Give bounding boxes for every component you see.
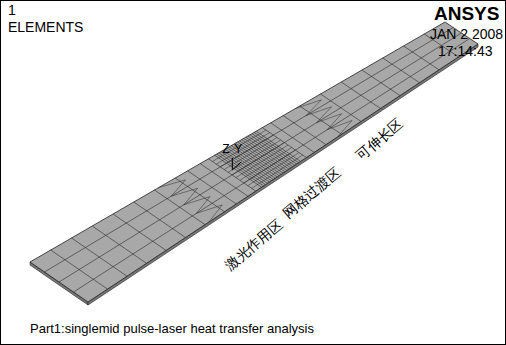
plot-time: 17:14:43 (438, 44, 493, 59)
axis-triad (232, 162, 241, 170)
software-logo: ANSYS (434, 4, 499, 25)
mesh-lines (45, 28, 470, 293)
plate-surface (30, 22, 478, 302)
plot-caption: Part1:singlemid pulse-laser heat transfe… (30, 322, 314, 336)
plot-type: ELEMENTS (8, 20, 83, 35)
region-label: 网格过渡区 (279, 164, 346, 223)
axis-label: Z (222, 143, 229, 156)
window-number: 1 (8, 3, 16, 18)
axis-triad (232, 158, 233, 170)
axis-label: Y (234, 143, 242, 156)
region-label: 激光作用区 (221, 216, 288, 275)
plot-date: JAN 2 2008 (430, 27, 503, 42)
